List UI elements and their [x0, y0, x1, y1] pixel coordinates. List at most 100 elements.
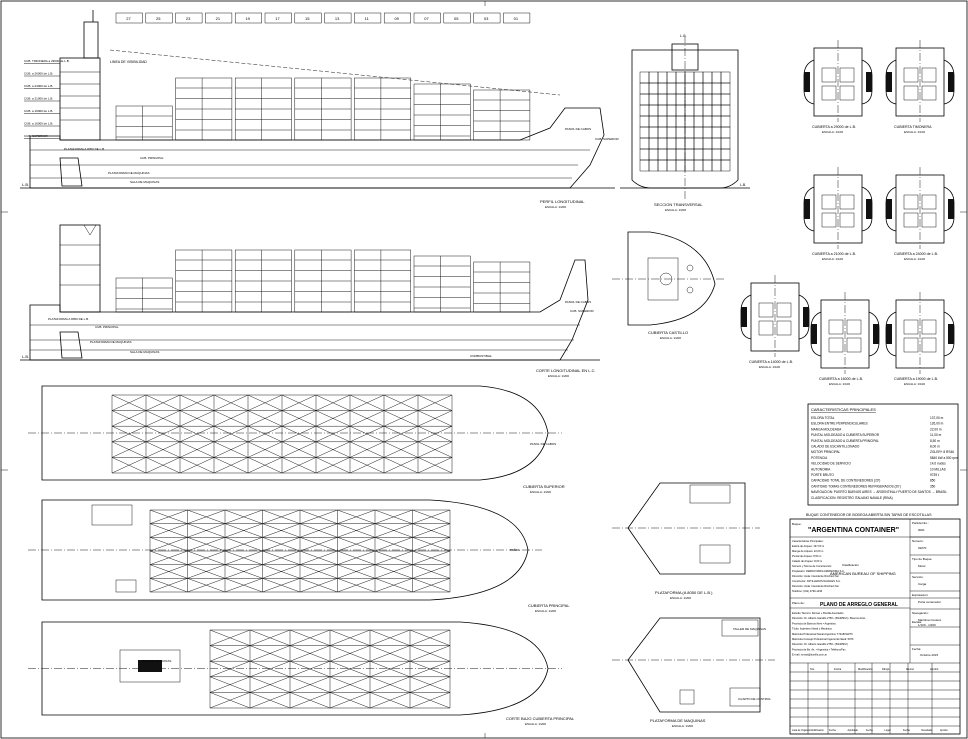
- container-bay: [413, 255, 471, 313]
- bridge-wing-icon: [741, 307, 747, 327]
- section-container-cell: [720, 115, 731, 128]
- characteristic-value: 126,00 m: [930, 422, 944, 426]
- section-container-cell: [657, 159, 668, 172]
- platform-outline: [627, 482, 746, 575]
- section-container-cell: [702, 148, 713, 161]
- characteristic-name: CALADO DE ESCANTILLONADO: [811, 445, 860, 449]
- section-container-cell: [684, 104, 695, 117]
- frame-box: [264, 12, 292, 24]
- bajo-plan-scale: ESCALA: 1/200: [525, 722, 546, 726]
- titleblock-detail: Eslora de Arqueo: 137,00 m: [792, 544, 824, 548]
- store-room: [115, 579, 137, 593]
- section-container-cell: [693, 159, 704, 172]
- frame-box: [443, 12, 471, 24]
- characteristic-name: MOTOR PRINCIPAL: [811, 450, 841, 454]
- section-container-cell: [702, 82, 713, 95]
- characteristic-value: 11,00 m: [930, 433, 942, 437]
- section-container-cell: [693, 148, 704, 161]
- section-container-cell: [657, 115, 668, 128]
- section-container-cell: [657, 104, 668, 117]
- bridge-wing-icon: [886, 324, 892, 344]
- bridge-wing-icon: [866, 72, 872, 92]
- characteristic-name: ESLORA ENTRE PERPENDICULARES: [811, 422, 868, 426]
- platform-plan-scale: ESCALA: 1/200: [670, 596, 691, 600]
- section-container-cell: [666, 137, 677, 150]
- cut-title: CORTE LONGITUDINAL EN L.C.: [536, 368, 596, 373]
- machinery-platform-label: PLATAFORMA DE MAQUINAS: [108, 171, 150, 175]
- deck-plan-title: CUBIERTA a 14000 de L.B.: [749, 360, 793, 364]
- frame-number: 03: [484, 16, 489, 21]
- profile-scale: ESCALA: 1/200: [545, 205, 566, 209]
- bajo-plan-title: CORTE BAJO CUBIERTA PRINCIPAL: [506, 716, 575, 721]
- section-container-cell: [684, 126, 695, 139]
- section-container-cell: [684, 71, 695, 84]
- scale-label: Escala:: [912, 620, 922, 624]
- bridge-wing-icon: [811, 324, 817, 344]
- principal-plan-title: CUBIERTA PRINCIPAL: [528, 603, 570, 608]
- characteristic-name: CLASIFICACION: REGISTRO ITALIANO NAVALE …: [811, 496, 893, 500]
- date-value: Octubre 2015: [920, 653, 939, 657]
- titleblock-side-value: 02070: [918, 546, 927, 550]
- titleblock-revision-header: Aprobó: [930, 667, 939, 671]
- section-container-cell: [639, 82, 650, 95]
- section-container-cell: [693, 82, 704, 95]
- titleblock-side-value: Porta contenedor: [918, 600, 941, 604]
- superior-plan-scale: ESCALA: 1/200: [530, 490, 551, 494]
- section-container-cell: [702, 159, 713, 172]
- section-container-cell: [684, 137, 695, 150]
- frame-number: 07: [424, 16, 429, 21]
- frame-number: 09: [394, 16, 399, 21]
- section-container-cell: [657, 71, 668, 84]
- section-container-cell: [648, 126, 659, 139]
- section-container-cell: [720, 159, 731, 172]
- characteristic-value: 5840 kW a 500 rpm: [930, 456, 958, 460]
- section-container-cell: [720, 82, 731, 95]
- longitudinal-profile: [20, 10, 615, 189]
- section-container-cell: [648, 82, 659, 95]
- characteristic-name: MANGA MOLDEADA: [811, 427, 842, 431]
- cut-main-deck-label: CUB. PRINCIPAL: [95, 325, 119, 329]
- profile-title: PERFIL LONGITUDINAL: [540, 199, 585, 204]
- section-container-cell: [657, 148, 668, 161]
- container-bay: [115, 105, 173, 141]
- section-container-cell: [639, 137, 650, 150]
- frame-box: [503, 12, 531, 24]
- frame-box: [294, 12, 322, 24]
- section-container-cell: [702, 126, 713, 139]
- characteristic-name: CANTIDAD TOMAS CONTENEDORES REFRIGERADOS…: [811, 484, 901, 488]
- section-container-cell: [675, 137, 686, 150]
- titleblock-approval-header: Fecha: [866, 729, 873, 732]
- container-bay: [473, 261, 531, 313]
- cut-rope-locker-label: PANOL DE CABOS: [565, 300, 591, 304]
- deck-plan-scale: ESCALA: 1/100: [829, 382, 850, 386]
- section-container-cell: [666, 71, 677, 84]
- bridge-wing-icon: [804, 72, 810, 92]
- section-container-cell: [684, 159, 695, 172]
- frame-number: 27: [126, 16, 131, 21]
- ship-subtitle: BUQUE CONTENEDOR DE BODEGA ABIERTA SIN T…: [806, 513, 932, 517]
- cut-fuel-label: COMBUSTIBLE: [470, 354, 492, 358]
- ship-label: Buque:: [792, 522, 802, 526]
- hull-plan-outline: [41, 621, 549, 716]
- characteristic-value: 350: [930, 484, 936, 488]
- deck-level-label: CUB. a 26000 de L.B.: [24, 72, 53, 76]
- deck-plan-scale: ESCALA: 1/100: [822, 257, 843, 261]
- deck-level-label: CUB. a 21000 de L.B.: [24, 97, 53, 101]
- section-container-cell: [666, 104, 677, 117]
- main-engine-icon: [138, 660, 162, 672]
- section-scale: ESCALA: 1/200: [665, 208, 686, 212]
- titleblock-side-label: Navegación:: [912, 611, 929, 615]
- section-container-cell: [693, 137, 704, 150]
- frame-box: [145, 12, 173, 24]
- section-container-cell: [657, 137, 668, 150]
- titleblock-approval-header: Lugar: [885, 729, 891, 732]
- titleblock-approval-header: Resultado: [922, 729, 933, 732]
- section-container-cell: [702, 115, 713, 128]
- section-container-cell: [639, 159, 650, 172]
- titleblock-firm-detail: Estudio Técnico: Roman + Bonilla Asociad…: [792, 611, 844, 615]
- section-container-cell: [711, 93, 722, 106]
- section-container-cell: [675, 126, 686, 139]
- titleblock-detail: Constructor: ASTILLEROS NAVALES S.A.: [792, 579, 841, 583]
- titleblock-approval-header: Aprobo: [940, 729, 948, 732]
